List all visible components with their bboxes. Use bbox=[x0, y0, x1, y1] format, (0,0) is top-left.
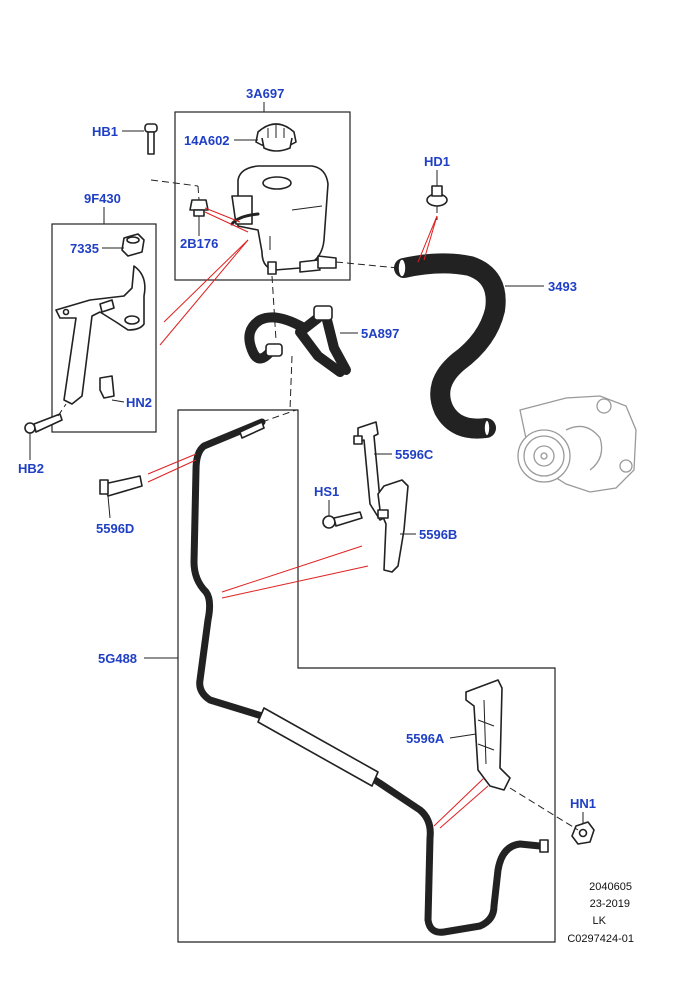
bracket-nut-7335 bbox=[121, 233, 145, 257]
coolant-hose-3493 bbox=[394, 253, 506, 439]
label-9f430: 9F430 bbox=[84, 191, 121, 206]
dash-tank-hose bbox=[335, 261, 399, 269]
reference-line-4: C0297424-01 bbox=[567, 933, 634, 945]
dash-pipe-tip bbox=[261, 409, 297, 423]
bolt-hb2 bbox=[24, 413, 63, 434]
reference-line-1: 2040605 bbox=[589, 881, 632, 893]
label-2b176: 2B176 bbox=[180, 236, 218, 251]
label-hn1: HN1 bbox=[570, 796, 596, 811]
reference-line-3: LK bbox=[593, 915, 607, 927]
mounting-bracket bbox=[55, 265, 146, 405]
label-hd1: HD1 bbox=[424, 154, 450, 169]
label-7335: 7335 bbox=[70, 241, 99, 256]
dash-hb1 bbox=[150, 179, 199, 187]
label-hb1: HB1 bbox=[92, 124, 118, 139]
label-5a897: 5A897 bbox=[361, 326, 399, 341]
label-leaders bbox=[29, 102, 584, 824]
bolt-hs1 bbox=[322, 511, 363, 529]
dash-5a897-pipe bbox=[289, 355, 293, 411]
coolant-hose-5a897 bbox=[244, 305, 351, 377]
label-3a697: 3A697 bbox=[246, 86, 284, 101]
bracket-5596b bbox=[377, 479, 409, 573]
bracket-5596a bbox=[465, 679, 511, 791]
label-hb2: HB2 bbox=[18, 461, 44, 476]
clip-5596d bbox=[99, 475, 143, 497]
reference-line-2: 23-2019 bbox=[590, 898, 630, 910]
red-callouts bbox=[147, 207, 489, 829]
reservoir-cap bbox=[255, 123, 297, 152]
reservoir-group-box bbox=[174, 111, 351, 281]
label-5596c: 5596C bbox=[395, 447, 434, 462]
clip-hn2 bbox=[99, 375, 115, 399]
label-hs1: HS1 bbox=[314, 484, 339, 499]
dash-hb1-grommet bbox=[197, 185, 200, 201]
nut-hn1 bbox=[571, 821, 595, 845]
label-5596b: 5596B bbox=[419, 527, 457, 542]
coolant-pipe-5g488 bbox=[190, 418, 549, 936]
label-5596d: 5596D bbox=[96, 521, 134, 536]
hose-clamp-hd1 bbox=[426, 185, 448, 207]
label-14a602: 14A602 bbox=[184, 133, 230, 148]
label-hn2: HN2 bbox=[126, 395, 152, 410]
label-5g488: 5G488 bbox=[98, 651, 137, 666]
bolt-hb1 bbox=[144, 123, 158, 155]
dash-hn1 bbox=[509, 787, 579, 831]
expansion-tank bbox=[230, 165, 337, 275]
label-3493: 3493 bbox=[548, 279, 577, 294]
dash-hb2 bbox=[57, 403, 67, 417]
engine-pump-ghost bbox=[517, 395, 637, 493]
label-5596a: 5596A bbox=[406, 731, 445, 746]
dash-tank-5a897 bbox=[271, 275, 277, 341]
pipe-group-box bbox=[177, 409, 556, 943]
